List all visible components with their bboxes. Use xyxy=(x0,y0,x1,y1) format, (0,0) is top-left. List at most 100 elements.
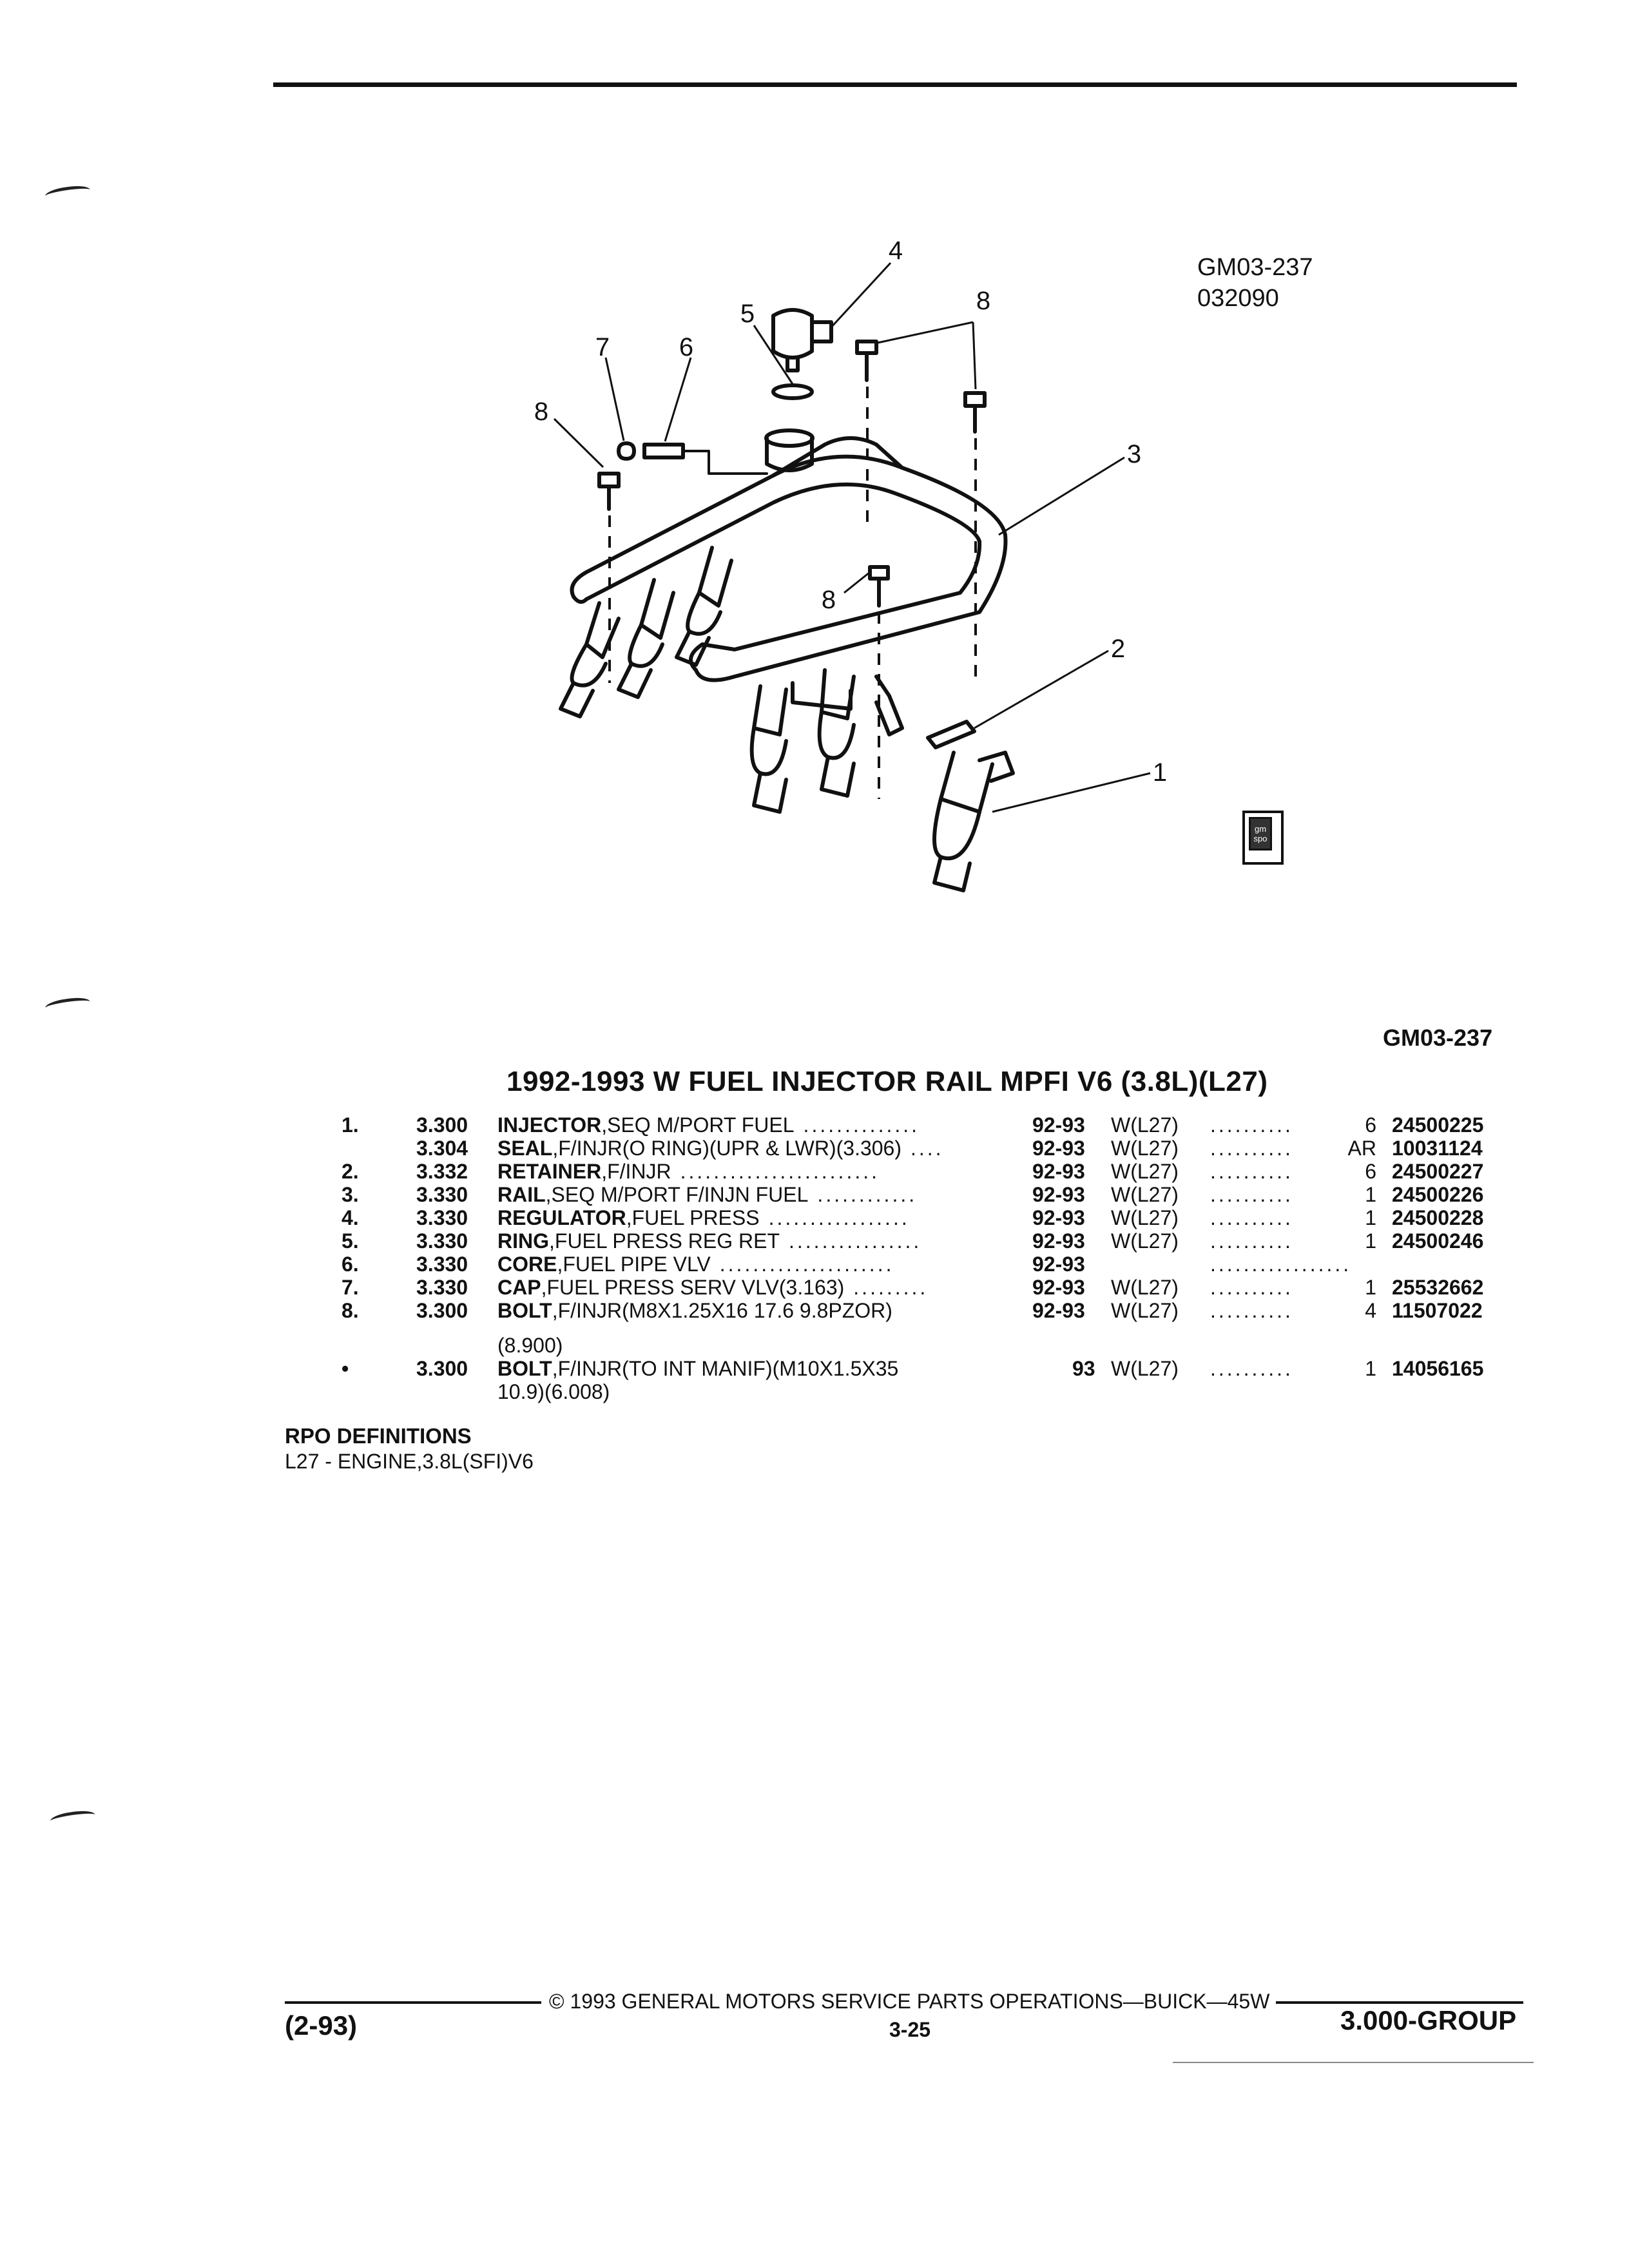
page-title: 1992-1993 W FUEL INJECTOR RAIL MPFI V6 (… xyxy=(506,1066,1268,1097)
parts-index: 6. xyxy=(342,1253,359,1276)
parts-name: SEAL xyxy=(497,1137,553,1160)
parts-group-number: 3.330 xyxy=(416,1183,468,1206)
parts-description: CORE,FUEL PIPE VLV..................... xyxy=(497,1253,894,1276)
parts-description: INJECTOR,SEQ M/PORT FUEL.............. xyxy=(497,1113,920,1137)
fuel-injector-rail-diagram: 1 2 3 4 5 6 7 8 8 8 xyxy=(534,236,1167,892)
footer-group: 3.000-GROUP xyxy=(1340,2005,1517,2035)
footer-rule-left xyxy=(285,2001,541,2004)
parts-leader-dots: .......... xyxy=(1210,1206,1293,1229)
parts-description: RING,FUEL PRESS REG RET................ xyxy=(497,1229,921,1253)
parts-group-number: 3.300 xyxy=(416,1113,468,1137)
parts-description: REGULATOR,FUEL PRESS................. xyxy=(497,1206,910,1229)
parts-part-number: 24500228 xyxy=(1392,1206,1484,1229)
parts-description-text: ,SEQ M/PORT F/INJN FUEL xyxy=(545,1183,809,1206)
figure-code: GM03-237 xyxy=(1383,1024,1493,1051)
rpo-heading: RPO DEFINITIONS xyxy=(285,1424,472,1448)
parts-description-text: ,SEQ M/PORT FUEL xyxy=(601,1113,795,1137)
parts-leader-dots: .......... xyxy=(1210,1183,1293,1206)
parts-description-text: ,FUEL PIPE VLV xyxy=(557,1253,711,1276)
parts-model: W(L27) xyxy=(1111,1357,1179,1380)
callout-label: 4 xyxy=(889,236,903,265)
parts-name: REGULATOR xyxy=(497,1206,626,1229)
parts-part-number: 24500225 xyxy=(1392,1113,1484,1137)
footer-page-number: 3-25 xyxy=(889,2018,931,2041)
parts-index: 5. xyxy=(342,1229,359,1253)
parts-years: 93 xyxy=(1072,1357,1095,1380)
callout-label: 3 xyxy=(1127,440,1141,468)
parts-description-text: ,FUEL PRESS REG RET xyxy=(549,1229,780,1253)
parts-leader-dots: .......... xyxy=(1210,1113,1293,1137)
parts-quantity: 1 xyxy=(1365,1229,1376,1253)
margin-mark xyxy=(50,1809,96,1827)
parts-quantity: 4 xyxy=(1365,1299,1376,1322)
parts-description: SEAL,F/INJR(O RING)(UPR & LWR)(3.306)...… xyxy=(497,1137,944,1160)
parts-part-number: 14056165 xyxy=(1392,1357,1484,1380)
parts-leader-dots: ........................ xyxy=(680,1160,880,1183)
parts-leader-dots: .......... xyxy=(1210,1276,1293,1299)
parts-group-number: 3.332 xyxy=(416,1160,468,1183)
parts-part-number: 24500246 xyxy=(1392,1229,1484,1253)
parts-group-number: 3.330 xyxy=(416,1253,468,1276)
callout-label: 8 xyxy=(976,287,990,315)
callout-label: 6 xyxy=(679,333,693,361)
parts-name: INJECTOR xyxy=(497,1113,602,1137)
parts-quantity: 1 xyxy=(1365,1276,1376,1299)
parts-quantity: AR xyxy=(1347,1137,1376,1160)
parts-index: 1. xyxy=(342,1113,359,1137)
parts-model: W(L27) xyxy=(1111,1299,1179,1322)
parts-group-number: 3.304 xyxy=(416,1137,468,1160)
parts-leader-dots: ................. xyxy=(768,1206,910,1229)
parts-name: RAIL xyxy=(497,1183,546,1206)
parts-description-text: ,F/INJR(O RING)(UPR & LWR)(3.306) xyxy=(552,1137,901,1160)
parts-description: BOLT,F/INJR(TO INT MANIF)(M10X1.5X35 xyxy=(497,1357,907,1380)
parts-part-number: 24500227 xyxy=(1392,1160,1484,1183)
parts-years: 92-93 xyxy=(1032,1183,1085,1206)
footer-copyright: © 1993 GENERAL MOTORS SERVICE PARTS OPER… xyxy=(549,1990,1270,2013)
footer-date: (2-93) xyxy=(285,2010,358,2041)
parts-leader-dots: .......... xyxy=(1210,1357,1293,1380)
parts-index: 3. xyxy=(342,1183,359,1206)
parts-leader-dots: .......... xyxy=(1210,1229,1293,1253)
callout-label: 2 xyxy=(1111,635,1125,663)
parts-index: • xyxy=(342,1357,349,1380)
footer-faint-rule xyxy=(1173,2062,1534,2063)
callout-label: 8 xyxy=(534,398,548,426)
parts-model: W(L27) xyxy=(1111,1160,1179,1183)
parts-description-text: ,F/INJR(M8X1.25X16 17.6 9.8PZOR) xyxy=(552,1299,892,1322)
parts-model: W(L27) xyxy=(1111,1183,1179,1206)
parts-name: BOLT xyxy=(497,1357,552,1380)
parts-description: BOLT,F/INJR(M8X1.25X16 17.6 9.8PZOR) xyxy=(497,1299,901,1322)
parts-part-number: 25532662 xyxy=(1392,1276,1484,1299)
parts-quantity: 6 xyxy=(1365,1160,1376,1183)
parts-description: RETAINER,F/INJR........................ xyxy=(497,1160,880,1183)
parts-years: 92-93 xyxy=(1032,1276,1085,1299)
parts-leader-dots: .......... xyxy=(1210,1299,1293,1322)
parts-leader-dots: ..................... xyxy=(719,1253,894,1276)
parts-group-number: 3.330 xyxy=(416,1229,468,1253)
parts-description-text: ,FUEL PRESS xyxy=(626,1206,760,1229)
parts-description-text: ,FUEL PRESS SERV VLV(3.163) xyxy=(541,1276,845,1299)
margin-mark xyxy=(44,184,91,202)
parts-leader-dots: .............. xyxy=(803,1113,920,1137)
parts-quantity: 1 xyxy=(1365,1357,1376,1380)
parts-index: 7. xyxy=(342,1276,359,1299)
diagram-date-code: 032090 xyxy=(1197,285,1279,312)
parts-name: BOLT xyxy=(497,1299,552,1322)
continuation-line: (8.900) xyxy=(497,1334,563,1357)
top-rule xyxy=(273,82,1517,87)
parts-quantity: 1 xyxy=(1365,1206,1376,1229)
parts-part-number: 10031124 xyxy=(1392,1137,1483,1160)
parts-leader-dots: .......... xyxy=(1210,1160,1293,1183)
parts-model: W(L27) xyxy=(1111,1137,1179,1160)
parts-quantity: 6 xyxy=(1365,1113,1376,1137)
parts-leader-dots: ................ xyxy=(789,1229,922,1253)
callout-label: 7 xyxy=(595,333,610,361)
